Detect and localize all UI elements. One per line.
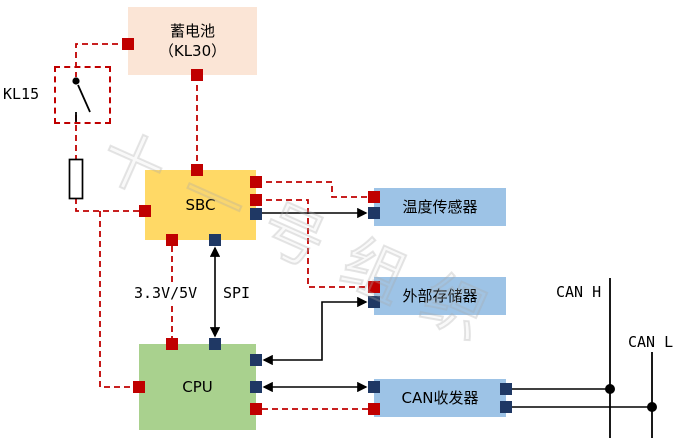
resistor-icon [68,158,84,200]
battery-bottom-power-pin [191,69,203,81]
sbc-right-signal-pin [250,208,262,220]
sbc-top-power-pin [191,164,203,176]
cpu-right-signal-pin-2 [250,381,262,393]
wire-sbc-to-mem-power [256,199,374,288]
sbc-right-power-pin-1 [250,176,262,188]
ext-memory-power-pin [368,281,380,293]
wire-sbc-to-temp-power [256,181,374,198]
sbc-block: SBC [145,170,256,240]
spi-label: SPI [223,284,251,302]
cpu-left-power-pin [133,381,145,393]
temp-sensor-label: 温度传感器 [402,197,478,216]
can-h-label: CAN H [556,283,602,301]
temp-sensor-signal-pin [368,207,380,219]
can-transceiver-block: CAN收发器 [374,379,506,417]
can-transceiver-signal-pin [368,381,380,393]
cpu-right-signal-pin-1 [250,354,262,366]
battery-left-power-pin [122,38,134,50]
can-transceiver-power-pin [368,403,380,415]
can-transceiver-label: CAN收发器 [401,388,479,407]
ext-memory-block: 外部存储器 [374,277,506,315]
kl15-switch-box [54,66,111,124]
sbc-left-power-pin [139,205,151,217]
can-transceiver-canh-pin [500,383,512,395]
cpu-top-spi-pin [209,338,221,350]
ext-memory-signal-pin [368,296,380,308]
kl15-label: KL15 [3,85,40,103]
cpu-label: CPU [182,377,213,396]
can-l-junction-dot [647,402,657,412]
battery-block: 蓄电池 （KL30） [128,7,257,75]
sbc-label: SBC [185,195,216,214]
battery-label-line1: 蓄电池 [169,21,215,40]
battery-label-line2: （KL30） [158,42,227,60]
cpu-block: CPU [139,344,256,430]
can-transceiver-canl-pin [500,401,512,413]
power-rail-label: 3.3V/5V [132,284,200,302]
temp-sensor-block: 温度传感器 [374,188,506,226]
sbc-bottom-spi-pin [209,234,221,246]
wire-cpu-to-mem-signal [262,296,368,366]
sbc-bottom-power-pin [166,234,178,246]
sbc-right-power-pin-2 [250,194,262,206]
cpu-top-power-pin [166,338,178,350]
can-l-label: CAN L [628,333,674,351]
can-h-junction-dot [605,384,615,394]
wire-kl15-to-sbc [75,198,145,212]
temp-sensor-power-pin [368,191,380,203]
ext-memory-label: 外部存储器 [402,286,478,305]
cpu-right-power-pin [250,403,262,415]
